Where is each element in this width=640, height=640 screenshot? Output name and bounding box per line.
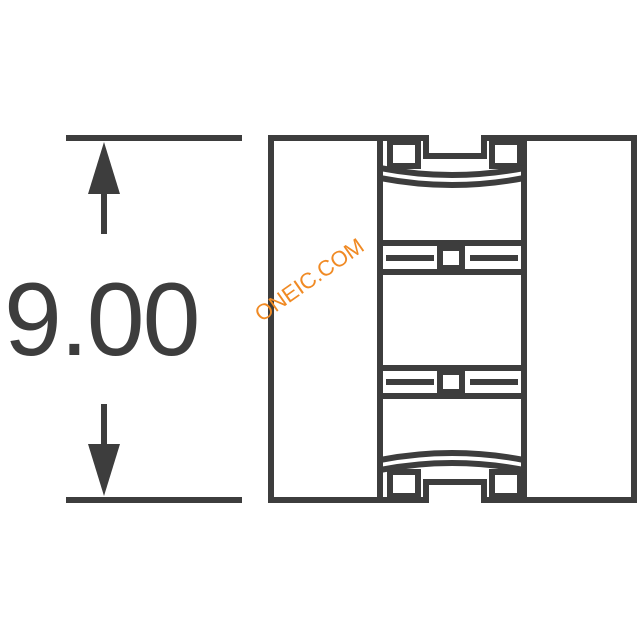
lower-divider-center-block: [437, 369, 465, 395]
top-left-pad: [387, 139, 421, 169]
bottom-right-pad: [489, 469, 523, 499]
component-outline: [268, 135, 637, 503]
top-curved-band-lower: [379, 175, 525, 188]
top-right-pad: [489, 139, 523, 169]
dimension-value: 9.00: [4, 262, 200, 378]
upper-divider-center-block: [437, 245, 465, 271]
dimension-arrow-up-head: [88, 142, 120, 194]
bottom-curved-band: [379, 460, 525, 473]
top-curved-band: [379, 165, 525, 178]
bottom-curved-band-upper: [379, 450, 525, 463]
dimension-arrow-down-head: [88, 444, 120, 496]
bottom-left-pad: [387, 469, 421, 499]
